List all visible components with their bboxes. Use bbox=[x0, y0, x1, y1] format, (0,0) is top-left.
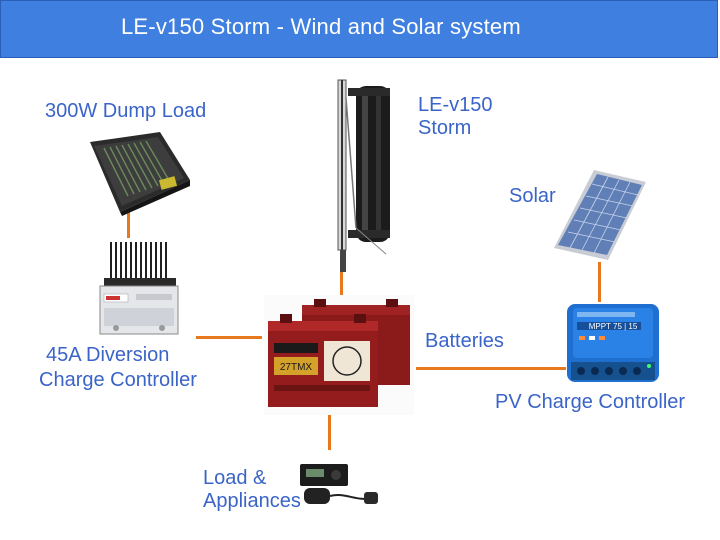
diversion-controller-label-line1: 45A Diversion bbox=[46, 344, 170, 366]
wind-turbine-image bbox=[337, 79, 390, 272]
dump-load-image bbox=[90, 132, 190, 216]
load-label-line2: Appliances bbox=[203, 490, 301, 512]
wire-solar-to-pvcontroller bbox=[598, 262, 601, 302]
diversion-controller-label-line2: Charge Controller bbox=[39, 369, 197, 391]
solar-panel-image bbox=[554, 170, 646, 260]
page-title: LE-v150 Storm - Wind and Solar system bbox=[121, 14, 521, 39]
solar-label: Solar bbox=[509, 185, 556, 207]
title-bar: LE-v150 Storm - Wind and Solar system bbox=[0, 0, 718, 58]
turbine-label-line2: Storm bbox=[418, 117, 472, 139]
batteries-label: Batteries bbox=[425, 330, 504, 352]
wire-turbine-to-batteries bbox=[340, 270, 343, 310]
wire-batteries-to-pvcontroller bbox=[416, 367, 566, 370]
radio-appliance-image bbox=[300, 464, 378, 504]
pv-controller-image: MPPT 75 | 15 bbox=[567, 304, 659, 382]
batteries-image: 27TMX bbox=[264, 295, 414, 415]
wire-diversion-to-batteries bbox=[196, 336, 262, 339]
pv-controller-model-text: MPPT 75 | 15 bbox=[589, 322, 638, 331]
pv-controller-label: PV Charge Controller bbox=[495, 391, 686, 413]
dump-load-label: 300W Dump Load bbox=[45, 100, 207, 122]
wire-dump-to-diversion bbox=[127, 212, 130, 238]
battery-model-text: 27TMX bbox=[280, 362, 313, 373]
diversion-controller-image bbox=[99, 242, 179, 335]
wire-batteries-to-load bbox=[328, 414, 331, 450]
load-label-line1: Load & bbox=[203, 467, 267, 489]
turbine-label-line1: LE-v150 bbox=[418, 94, 493, 116]
